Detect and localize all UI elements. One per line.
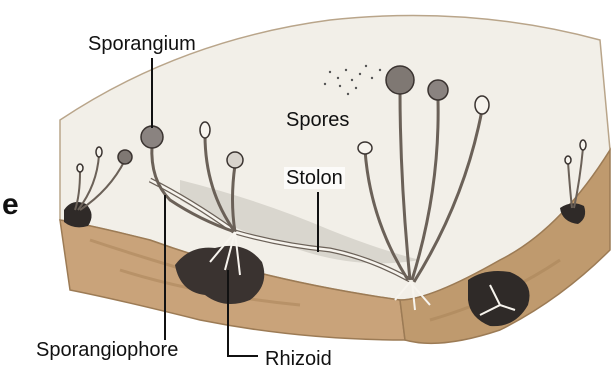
label-sporangiophore: Sporangiophore [36,340,178,360]
label-sporangium: Sporangium [88,34,196,54]
edge-text-fragment: e [2,190,19,220]
label-rhizoid: Rhizoid [265,349,332,369]
label-spores: Spores [286,110,349,130]
label-stolon: Stolon [284,167,345,189]
